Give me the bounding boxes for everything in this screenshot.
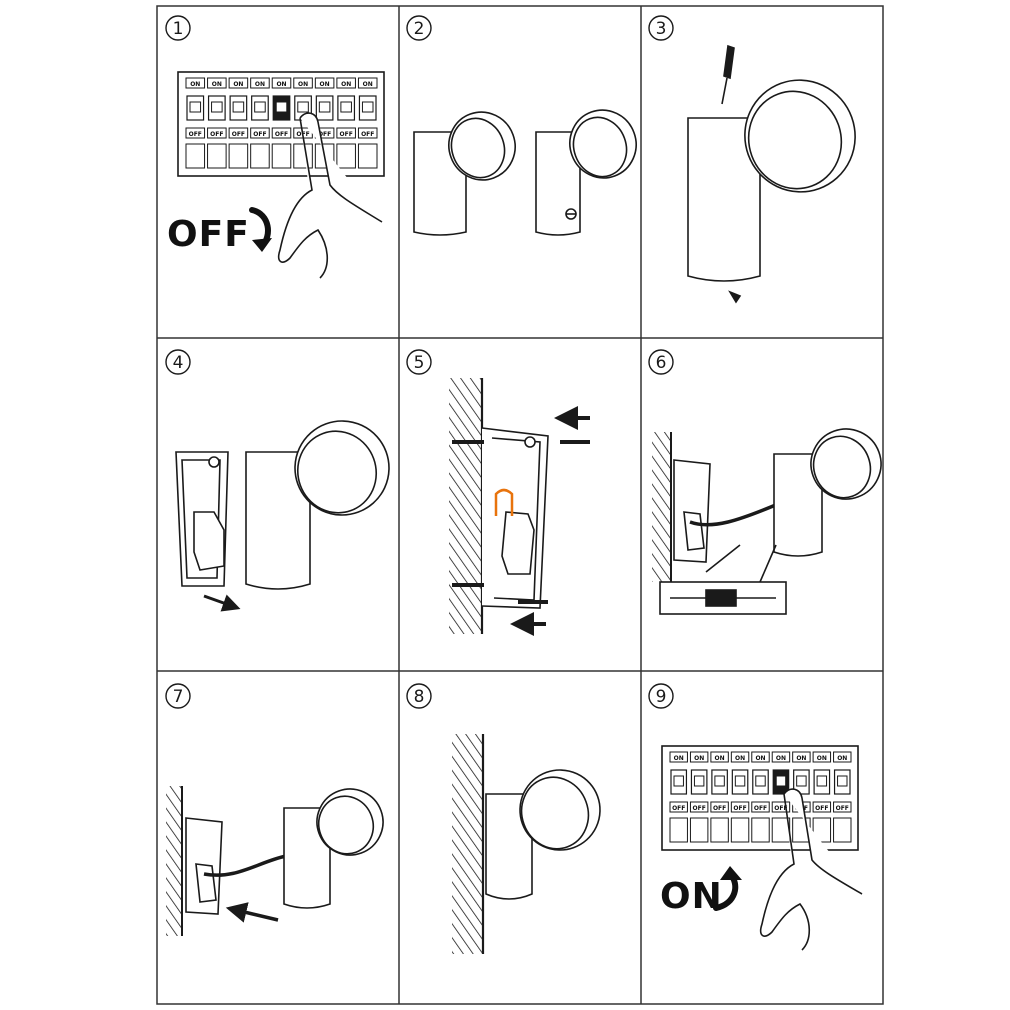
on-label: ON	[837, 755, 847, 762]
on-label: ON	[190, 81, 200, 88]
step-number-text: 6	[656, 353, 667, 373]
panel-3-unscrew	[687, 44, 856, 304]
breaker-switch: ON OFF	[336, 77, 356, 169]
breaker-switch: ON OFF	[710, 751, 729, 843]
breaker-switch: ON OFF	[357, 77, 378, 169]
on-label: ON	[715, 755, 725, 762]
off-label: OFF	[340, 131, 353, 138]
breaker-switch: ON OFF	[812, 751, 832, 843]
off-label: OFF	[253, 131, 266, 138]
breaker-switch: ON OFF	[185, 77, 206, 169]
on-label: ON	[796, 755, 806, 762]
off-label: OFF	[733, 805, 746, 812]
breaker-switch: ON OFF	[669, 751, 688, 843]
off-label: OFF	[836, 805, 849, 812]
on-label: ON	[776, 755, 786, 762]
on-label: ON	[341, 81, 351, 88]
step-number-text: 4	[173, 353, 184, 373]
off-label: OFF	[232, 131, 245, 138]
panel-2-lamp-views	[413, 109, 637, 236]
on-label: ON	[320, 81, 330, 88]
step-number-text: 5	[414, 353, 425, 373]
breaker-box: ON OFF ON OFF ON OFF ON OFF ON OFF ON OFF ON OFF ON OFF…	[661, 745, 859, 851]
off-label: OFF	[275, 131, 288, 138]
on-label: ON	[233, 81, 243, 88]
panel-5-mount-base	[449, 378, 590, 636]
breaker-switch: ON OFF	[207, 77, 227, 169]
breaker-switch: ON OFF	[250, 77, 270, 169]
step-number-4: 4	[165, 349, 191, 375]
panel-grid	[156, 5, 884, 1005]
on-label: ON	[363, 81, 373, 88]
screwdriver-icon	[723, 44, 735, 80]
hand-icon	[277, 112, 383, 279]
off-label: OFF	[713, 805, 726, 812]
step-number-text: 2	[414, 19, 425, 39]
step-number-6: 6	[648, 349, 674, 375]
off-label: OFF	[754, 805, 767, 812]
off-label: OFF	[318, 131, 331, 138]
breaker-box: ON OFF ON OFF ON OFF ON OFF ON OFF ON OFF ON OFF ON OFF…	[177, 71, 385, 177]
breaker-switch: ON OFF	[228, 77, 249, 169]
off-label: OFF	[189, 131, 202, 138]
panel-8-installed-lamp	[452, 734, 601, 954]
breaker-switch: ON OFF	[271, 77, 292, 169]
panel-6-connect-wires	[652, 428, 882, 615]
step-number-9: 9	[648, 683, 674, 709]
breaker-switch: ON OFF	[689, 751, 709, 843]
off-label: OFF	[774, 805, 787, 812]
on-label: ON	[212, 81, 222, 88]
step-number-text: 7	[173, 687, 184, 707]
wire-loop-accent	[494, 488, 514, 516]
step-number-text: 1	[173, 19, 184, 39]
step-number-2: 2	[406, 15, 432, 41]
on-label: ON	[276, 81, 286, 88]
off-label: OFF	[361, 131, 374, 138]
panel-7-attach-lamp	[166, 786, 384, 936]
on-label: ON	[674, 755, 684, 762]
breaker-switch: ON OFF	[730, 751, 750, 843]
off-label: OFF	[210, 131, 223, 138]
step-number-text: 3	[656, 19, 667, 39]
off-caption: OFF	[167, 214, 250, 255]
off-label: OFF	[693, 805, 706, 812]
panel-9-switch-on: ON OFF ON OFF ON OFF ON OFF ON OFF ON OFF ON OFF ON OFF…	[660, 745, 863, 951]
step-number-text: 8	[414, 687, 425, 707]
step-number-3: 3	[648, 15, 674, 41]
off-label: OFF	[815, 805, 828, 812]
panel-4-separate-base	[175, 420, 390, 612]
on-label: ON	[298, 81, 308, 88]
on-label: ON	[817, 755, 827, 762]
step-number-text: 9	[656, 687, 667, 707]
breaker-switch: ON OFF	[751, 751, 770, 843]
breaker-switch: ON OFF	[833, 751, 852, 843]
on-label: ON	[735, 755, 745, 762]
on-label: ON	[755, 755, 765, 762]
hand-icon	[759, 788, 863, 951]
step-number-7: 7	[165, 683, 191, 709]
on-label: ON	[255, 81, 265, 88]
step-number-8: 8	[406, 683, 432, 709]
on-caption: ON	[660, 876, 723, 917]
on-label: ON	[694, 755, 704, 762]
off-label: OFF	[672, 805, 685, 812]
step-number-1: 1	[165, 15, 191, 41]
step-number-5: 5	[406, 349, 432, 375]
panel-1-switch-off: ON OFF ON OFF ON OFF ON OFF ON OFF ON OFF ON OFF ON OFF…	[167, 71, 385, 279]
